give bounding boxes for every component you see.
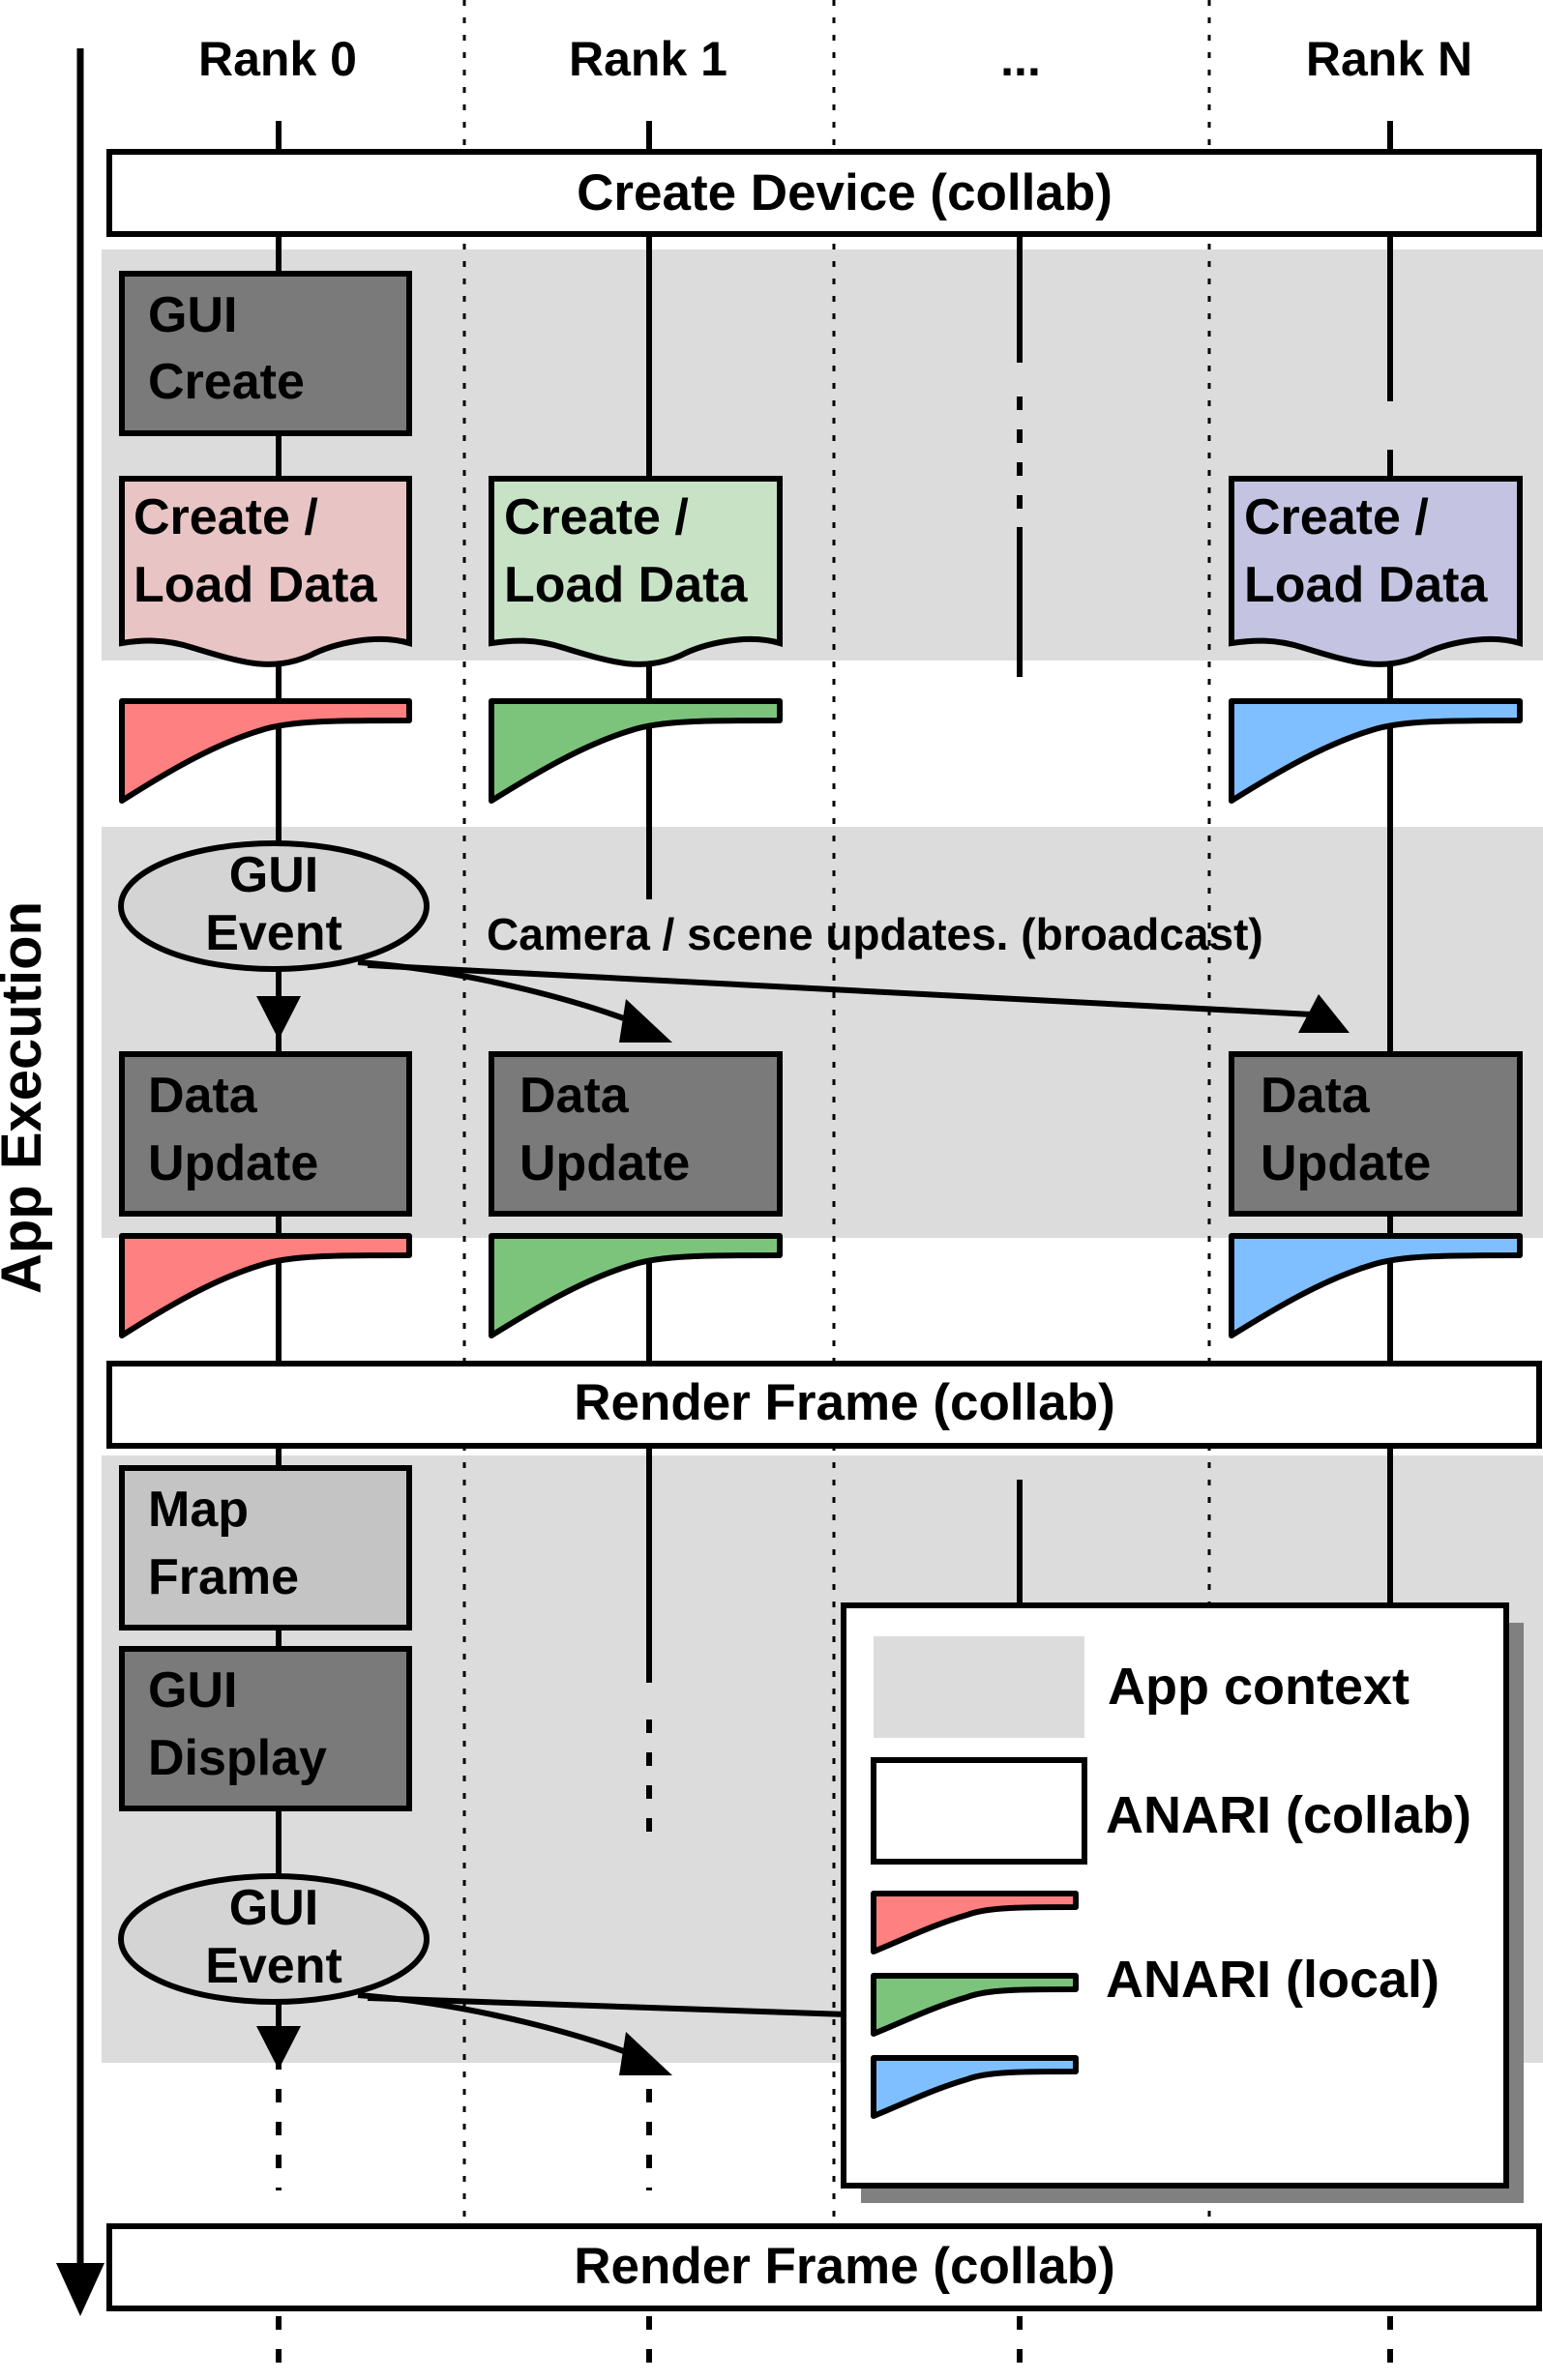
data-update-label-line2: Update xyxy=(1261,1135,1431,1191)
collab-bar-render-frame-final: Render Frame (collab) xyxy=(106,2223,1542,2311)
event-label-line2: Event xyxy=(205,905,342,961)
anari-local-flag-rank-1 xyxy=(489,698,783,804)
gui-display-label-line2: Display xyxy=(148,1730,327,1786)
event-label-line2: Event xyxy=(205,1938,342,1994)
load-data-label-line1: Create / xyxy=(1244,489,1429,545)
collab-bar-frame xyxy=(106,2223,1542,2311)
gui-display-box: GUI Display xyxy=(119,1646,412,1811)
document-shape xyxy=(489,476,783,667)
arrow-to-rank-n xyxy=(367,962,1331,1018)
data-update-label-line2: Update xyxy=(519,1135,690,1191)
rank-header-1: Rank 1 xyxy=(569,32,727,86)
load-data-label-line2: Load Data xyxy=(504,557,748,613)
event-ellipse xyxy=(118,840,430,972)
gui-event-2: GUI Event xyxy=(118,1873,430,2005)
gui-event-1: GUI Event xyxy=(118,840,430,972)
document-shape xyxy=(119,476,412,667)
data-update-rank-n: Data Update xyxy=(1229,1051,1523,1217)
legend-swatch-local-green xyxy=(871,1973,1079,2037)
collab-bar-label: Render Frame (collab) xyxy=(574,2238,1115,2295)
legend-swatch-local-blue xyxy=(871,2055,1079,2119)
event-ellipse xyxy=(118,1873,430,2005)
legend-label-anari-collab: ANARI (collab) xyxy=(1106,1786,1471,1844)
load-data-doc-rank-1: Create / Load Data xyxy=(489,476,783,667)
anari-local-flag-rank-1-row2 xyxy=(489,1233,783,1338)
collab-bar-label: Create Device (collab) xyxy=(577,164,1113,221)
load-data-label-line2: Load Data xyxy=(134,557,377,613)
collab-bar-frame xyxy=(106,149,1542,237)
local-flag-shape xyxy=(119,698,412,804)
gui-create-label-line2: Create xyxy=(148,354,305,410)
rank-separators xyxy=(462,0,1211,2224)
rank-header-n: Rank N xyxy=(1306,32,1472,86)
data-update-frame xyxy=(489,1051,783,1217)
data-update-label-line1: Data xyxy=(148,1068,258,1124)
map-frame-box: Map Frame xyxy=(119,1465,412,1631)
event-arrowheads-1 xyxy=(256,994,1350,1043)
event-arrows-1 xyxy=(276,959,1331,1023)
arrow-to-rank-n-hidden xyxy=(367,1995,847,2017)
load-data-label-line1: Create / xyxy=(504,489,689,545)
collab-bar-render-frame: Render Frame (collab) xyxy=(106,1361,1542,1449)
collab-bar-label: Render Frame (collab) xyxy=(574,1374,1115,1431)
gui-create-label-line1: GUI xyxy=(148,287,237,343)
anari-local-flag-rank-n-row2 xyxy=(1229,1233,1523,1338)
event-label-line1: GUI xyxy=(229,847,318,903)
map-frame-label-line2: Frame xyxy=(148,1549,299,1605)
gui-create-box: GUI Create xyxy=(119,271,412,436)
map-frame-label-line1: Map xyxy=(148,1482,249,1538)
local-flag-shape xyxy=(489,698,783,804)
arrowhead-rank-0 xyxy=(256,996,301,1040)
rank-header-0: Rank 0 xyxy=(198,32,357,86)
load-data-doc-rank-0: Create / Load Data xyxy=(119,476,412,667)
legend-swatch-local-red xyxy=(871,1891,1079,1954)
local-flag-shape xyxy=(1229,698,1523,804)
legend-label-anari-local: ANARI (local) xyxy=(1106,1951,1439,2009)
app-execution-axis: App Execution xyxy=(0,48,104,2316)
map-frame-frame xyxy=(119,1465,412,1631)
data-update-frame xyxy=(119,1051,412,1217)
local-flag-shape xyxy=(489,1233,783,1338)
load-data-label-line1: Create / xyxy=(134,489,318,545)
gui-create-frame xyxy=(119,271,412,436)
time-axis-arrowhead xyxy=(56,2263,104,2316)
legend-swatch-anari-collab xyxy=(871,1757,1087,1865)
data-update-label-line2: Update xyxy=(148,1135,318,1191)
axis-label: App Execution xyxy=(0,901,53,1294)
broadcast-note: Camera / scene updates. (broadcast) xyxy=(487,909,1263,959)
local-flag-shape xyxy=(119,1233,412,1338)
arrowhead-rank-1 xyxy=(619,999,672,1043)
legend: App context ANARI (collab) ANARI (local) xyxy=(841,1602,1524,2203)
arrowhead-rank-0 xyxy=(256,2026,301,2070)
rank-headers: Rank 0 Rank 1 ... Rank N xyxy=(198,32,1472,86)
event-label-line1: GUI xyxy=(229,1880,318,1936)
collab-bar-frame xyxy=(106,1361,1542,1449)
load-data-label-line2: Load Data xyxy=(1244,557,1488,613)
arrowhead-rank-1 xyxy=(619,2032,672,2075)
legend-label-app-context: App context xyxy=(1108,1658,1409,1716)
collab-bar-create-device: Create Device (collab) xyxy=(106,149,1542,237)
legend-swatch-app-context xyxy=(874,1636,1084,1738)
local-flag-shape xyxy=(1229,1233,1523,1338)
gui-display-label-line1: GUI xyxy=(148,1662,237,1719)
rank-header-dots: ... xyxy=(1000,32,1041,86)
anari-local-flag-rank-n xyxy=(1229,698,1523,804)
load-data-doc-rank-n: Create / Load Data xyxy=(1229,476,1523,667)
event-arrowheads-2 xyxy=(256,2026,672,2075)
gui-display-frame xyxy=(119,1646,412,1811)
document-shape xyxy=(1229,476,1523,667)
data-update-label-line1: Data xyxy=(1261,1068,1371,1124)
arrowhead-rank-n xyxy=(1298,994,1350,1033)
anari-local-flag-rank-0-row2 xyxy=(119,1233,412,1338)
data-update-rank-1: Data Update xyxy=(489,1051,783,1217)
data-update-label-line1: Data xyxy=(519,1068,630,1124)
data-update-rank-0: Data Update xyxy=(119,1051,412,1217)
data-update-frame xyxy=(1229,1051,1523,1217)
anari-local-flag-rank-0 xyxy=(119,698,412,804)
